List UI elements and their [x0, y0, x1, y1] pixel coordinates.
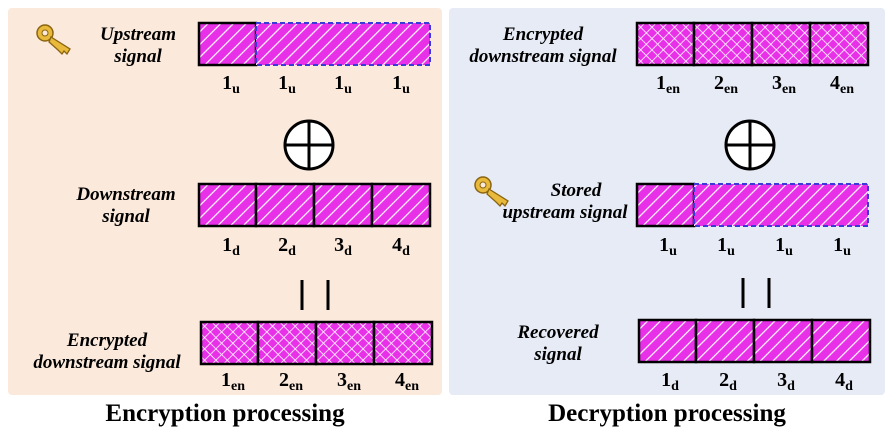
encryption-title: Encryption processing — [105, 400, 345, 427]
cell-label: 1d — [661, 369, 679, 394]
cell-label: 2en — [714, 72, 738, 97]
recovered-signal-bar — [637, 318, 872, 364]
cell-label: 1u — [222, 72, 240, 97]
cell-label: 4d — [392, 234, 410, 259]
cell-label: 3d — [334, 234, 352, 259]
key-icon — [36, 24, 71, 55]
cell-label: 1en — [221, 369, 245, 394]
cell-label: 1u — [717, 234, 735, 259]
cell-label: 2d — [278, 234, 296, 259]
cell-label: 4d — [835, 369, 853, 394]
cell-label: 3en — [772, 72, 796, 97]
cell-label: 1u — [833, 234, 851, 259]
encrypted-downstream-bar — [635, 21, 870, 67]
downstream-signal-bar — [197, 182, 432, 228]
cell-label: 4en — [395, 369, 419, 394]
cell-label: 1u — [659, 234, 677, 259]
equals-icon — [741, 278, 771, 308]
cell-label: 1u — [278, 72, 296, 97]
xor-icon — [283, 119, 335, 171]
cell-label: 1d — [222, 234, 240, 259]
cell-label: 2d — [719, 369, 737, 394]
cell-label: 1en — [656, 72, 680, 97]
cell-label: 1u — [334, 72, 352, 97]
cell-label: 1u — [392, 72, 410, 97]
cell-label: 4en — [830, 72, 854, 97]
equals-icon — [300, 280, 330, 310]
cell-label: 2en — [279, 369, 303, 394]
stored-upstream-bar — [635, 182, 869, 228]
xor-icon — [724, 119, 776, 171]
upstream-signal-bar — [197, 21, 431, 67]
cell-label: 3d — [777, 369, 795, 394]
cell-label: 1u — [775, 234, 793, 259]
encrypted-downstream-bar — [199, 320, 434, 366]
cell-label: 3en — [337, 369, 361, 394]
decryption-title: Decryption processing — [548, 400, 786, 427]
